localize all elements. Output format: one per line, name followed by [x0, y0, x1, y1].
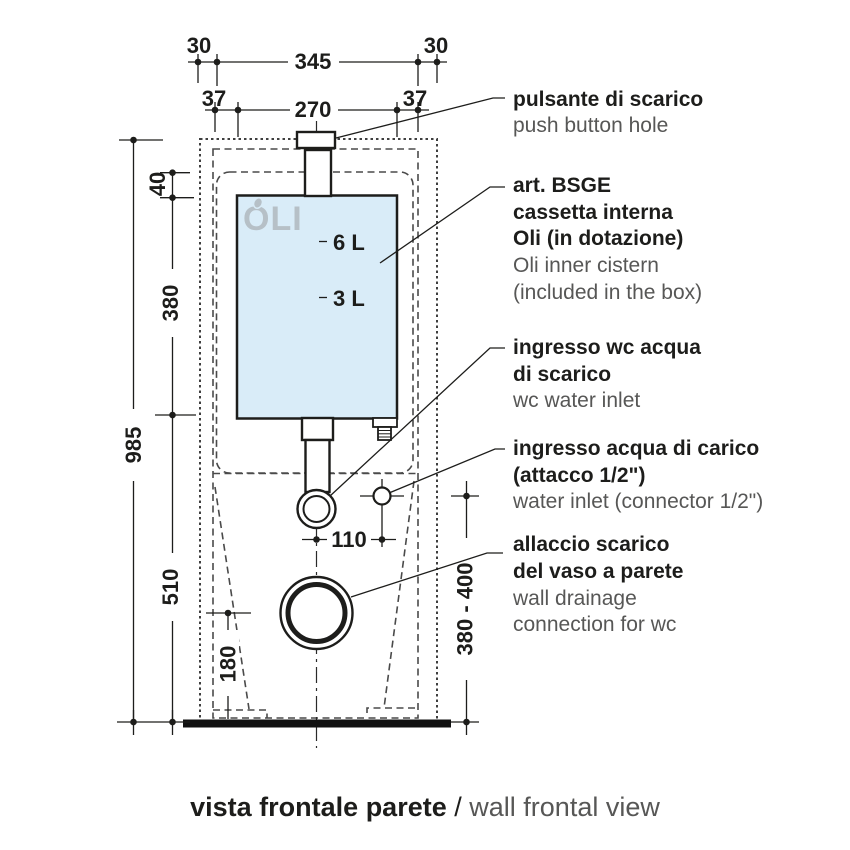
svg-text:wc water inlet: wc water inlet [512, 389, 640, 412]
dimension-top-row1: 30 345 30 [187, 33, 448, 86]
svg-text:art. BSGE: art. BSGE [513, 174, 611, 197]
level-6l: 6 L [333, 230, 365, 255]
svg-text:ingresso wc acqua: ingresso wc acqua [513, 336, 701, 359]
dimension-985: 985 [119, 136, 163, 722]
inlet-valve [372, 417, 398, 441]
callout-push-button-it: pulsante di scarico [513, 88, 703, 111]
caption-english: wall frontal view [469, 792, 660, 822]
dim-37-right: 37 [403, 86, 427, 111]
svg-text:wall drainage: wall drainage [512, 587, 637, 610]
callout-push-button: pulsante di scarico push button hole [513, 88, 703, 137]
svg-text:Oli (in dotazione): Oli (in dotazione) [513, 227, 683, 250]
callout-water-inlet: ingresso acqua di carico (attacco 1/2") … [512, 437, 763, 513]
svg-text:di scarico: di scarico [513, 363, 611, 386]
water-inlet-port [360, 479, 404, 547]
cistern-logo: OLI [243, 200, 303, 238]
svg-text:del vaso a parete: del vaso a parete [513, 560, 683, 583]
dim-180-label: 180 [216, 646, 241, 683]
dimension-floor-ticks [117, 710, 190, 735]
caption: vista frontale parete / wall frontal vie… [0, 792, 850, 823]
dim-30-left: 30 [187, 33, 211, 58]
wall-drain-ring [279, 575, 354, 651]
dimension-top-row2: 37 270 37 [202, 86, 429, 137]
dim-110-label: 110 [331, 527, 367, 552]
svg-text:(included in the box): (included in the box) [513, 281, 702, 304]
dim-37-left: 37 [202, 86, 226, 111]
caption-italian: vista frontale parete [190, 792, 447, 822]
wc-outline [213, 480, 415, 718]
dim-380: 380 [158, 285, 183, 322]
svg-text:water inlet (connector 1/2"): water inlet (connector 1/2") [512, 490, 763, 513]
dimension-110: 110 [302, 527, 396, 552]
flush-pipe [296, 416, 337, 530]
push-button [295, 130, 337, 198]
logo-droplet-icon [252, 197, 264, 209]
dim-985-label: 985 [121, 427, 146, 464]
caption-separator: / [454, 792, 462, 822]
svg-text:connection for wc: connection for wc [513, 613, 676, 636]
callout-drainage: allaccio scarico del vaso a parete wall … [512, 533, 683, 636]
dim-270: 270 [295, 97, 332, 122]
cistern: OLI 6 L 3 L [235, 194, 399, 420]
svg-text:(attacco 1/2"): (attacco 1/2") [513, 464, 646, 487]
svg-text:ingresso acqua di carico: ingresso acqua di carico [513, 437, 759, 460]
dimension-380-400: 380 - 400 [451, 481, 479, 735]
svg-text:cassetta interna: cassetta interna [513, 201, 673, 224]
dimension-180: 180 [206, 609, 251, 719]
dim-345: 345 [295, 49, 332, 74]
dimension-left-inner: 40 380 510 [145, 169, 196, 722]
callout-wc-inlet: ingresso wc acqua di scarico wc water in… [512, 336, 701, 412]
floor-line [183, 719, 451, 728]
leader-lines [329, 97, 505, 598]
dim-40: 40 [145, 172, 170, 196]
svg-text:allaccio scarico: allaccio scarico [513, 533, 669, 556]
dim-380-400-label: 380 - 400 [453, 563, 478, 656]
dim-30-right: 30 [424, 33, 448, 58]
level-3l: 3 L [333, 286, 365, 311]
callout-push-button-en: push button hole [513, 114, 668, 137]
svg-text:Oli inner cistern: Oli inner cistern [513, 254, 659, 277]
callout-inner-cistern: art. BSGE cassetta interna Oli (in dotaz… [513, 174, 702, 304]
dim-510: 510 [158, 569, 183, 606]
